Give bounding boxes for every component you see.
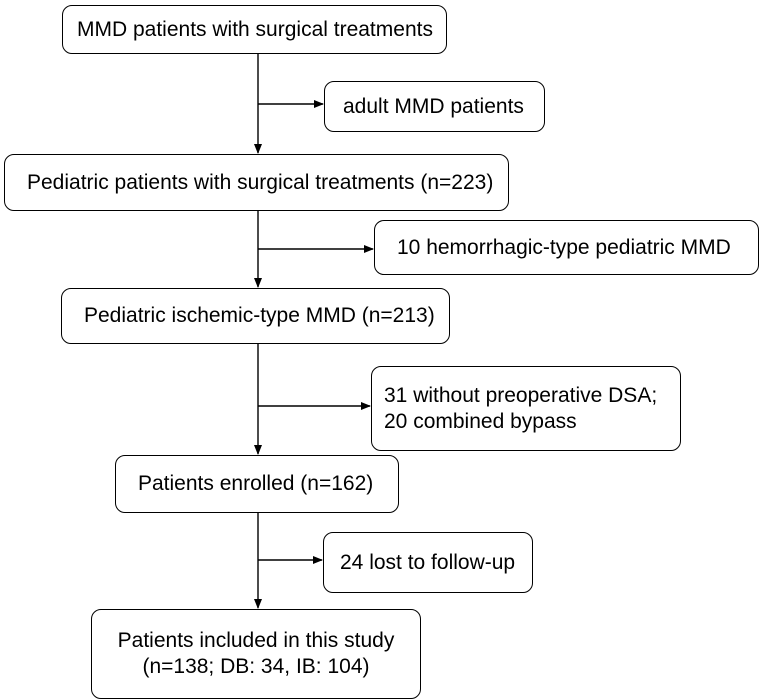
box-patients-included-line1: Patients included in this study bbox=[117, 629, 395, 652]
box-excluded-adults: adult MMD patients bbox=[324, 81, 545, 132]
box-excluded-dsa-line1: 31 without preoperative DSA; bbox=[384, 383, 658, 407]
box-patients-included-line2: (n=138; DB: 34, IB: 104) bbox=[142, 655, 370, 678]
box-pediatric-patients: Pediatric patients with surgical treatme… bbox=[4, 154, 509, 211]
box-excluded-dsa-bypass: 31 without preoperative DSA; 20 combined… bbox=[371, 366, 681, 451]
box-excluded-dsa-line2: 20 combined bypass bbox=[384, 409, 577, 433]
box-excluded-hemorrhagic-label: 10 hemorrhagic-type pediatric MMD bbox=[397, 235, 731, 259]
box-all-patients-label: MMD patients with surgical treatments bbox=[77, 17, 433, 41]
box-patients-enrolled: Patients enrolled (n=162) bbox=[115, 455, 399, 513]
box-patients-included: Patients included in this study (n=138; … bbox=[91, 609, 421, 699]
box-excluded-followup-label: 24 lost to follow-up bbox=[340, 550, 516, 574]
box-ischemic-mmd-label: Pediatric ischemic-type MMD (n=213) bbox=[84, 304, 435, 327]
box-excluded-hemorrhagic: 10 hemorrhagic-type pediatric MMD bbox=[374, 220, 759, 275]
box-excluded-followup: 24 lost to follow-up bbox=[323, 532, 533, 593]
box-pediatric-patients-label: Pediatric patients with surgical treatme… bbox=[27, 170, 494, 194]
box-patients-enrolled-label: Patients enrolled (n=162) bbox=[138, 472, 374, 495]
box-ischemic-mmd: Pediatric ischemic-type MMD (n=213) bbox=[61, 288, 450, 344]
box-all-patients: MMD patients with surgical treatments bbox=[62, 5, 447, 54]
box-excluded-adults-label: adult MMD patients bbox=[343, 94, 524, 118]
